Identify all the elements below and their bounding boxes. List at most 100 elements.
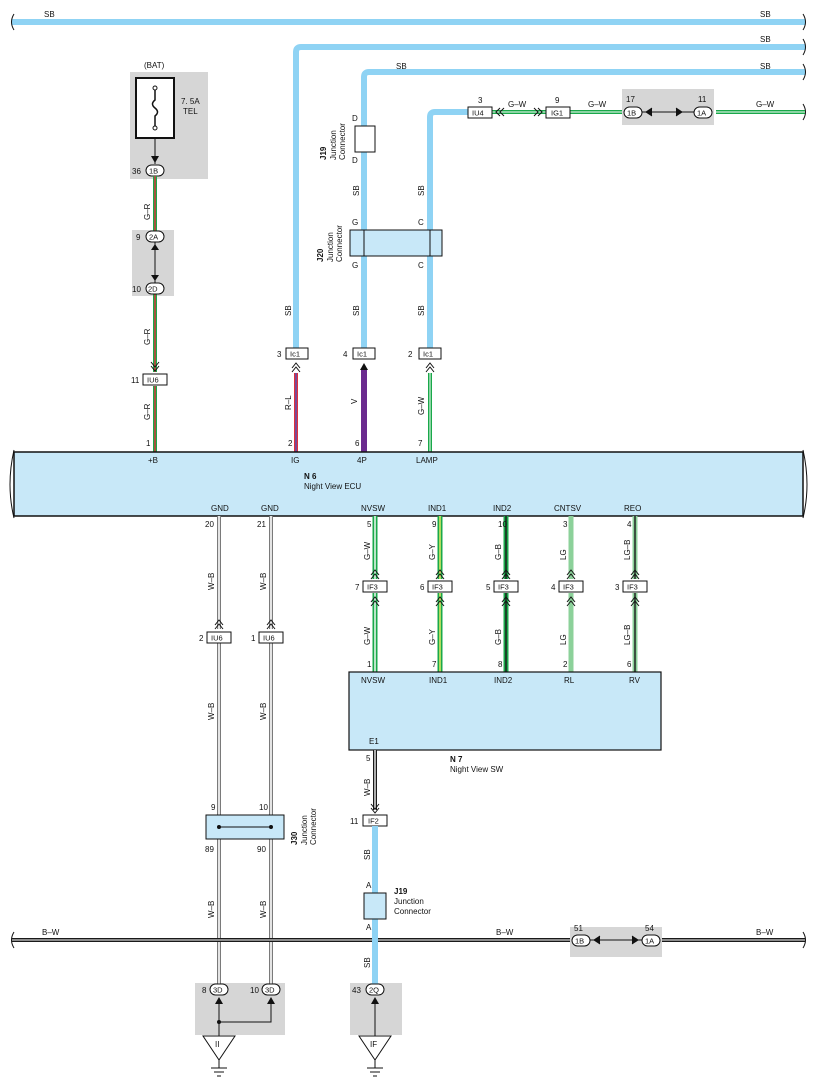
sw-wires: IF3751G–WG–WIF3697G–YG–YIF35108G–BG–BIF3… <box>355 516 648 672</box>
sw-pin: 1 <box>367 660 372 669</box>
lamp-wire2-color: G–W <box>588 100 607 109</box>
if3-connector-label: IF3 <box>367 583 378 592</box>
gnd1-ecu-pin: 20 <box>205 520 214 529</box>
if3-pin: 7 <box>355 583 360 592</box>
splice-2a-label: 2A <box>149 233 158 242</box>
ecu-pin-1: 1 <box>146 439 151 448</box>
gnd-3d-right-pin: 10 <box>250 986 259 995</box>
j20-c-top: C <box>418 218 424 227</box>
gnd-2q-pin: 43 <box>352 986 361 995</box>
iu6-gnd1-connector <box>206 631 232 644</box>
ic1-ig-label: Ic1 <box>290 350 300 359</box>
sw-wire-color-2: G–Y <box>428 628 437 645</box>
sw-pin: 7 <box>432 660 437 669</box>
ecu-pin-label-b: +B <box>148 456 158 465</box>
bw-label-mid: B–W <box>496 928 514 937</box>
j20-name1: Junction <box>326 232 335 262</box>
chevron-icon <box>370 596 380 607</box>
chevron-icon <box>370 803 380 814</box>
iu6-top-connector <box>142 373 168 386</box>
ecu-pin-label-4p: 4P <box>357 456 367 465</box>
sw-ecu-pin: 5 <box>367 520 372 529</box>
bus3-label-right: SB <box>760 62 771 71</box>
sw-pin: 8 <box>498 660 503 669</box>
if2-label: IF2 <box>368 817 379 826</box>
nvsw-pin-label-ind2: IND2 <box>494 676 513 685</box>
sw-wire-color-2: G–B <box>494 629 503 645</box>
chevron-icon <box>266 619 276 630</box>
j30-pin89: 89 <box>205 845 214 854</box>
ground-if-label: IF <box>370 1040 377 1049</box>
chevron-icon <box>425 362 435 373</box>
bus-endcaps <box>9 13 808 949</box>
e1-sb2: SB <box>363 957 372 968</box>
splice-2d-label: 2D <box>148 285 158 294</box>
arrow-icon <box>371 997 379 1004</box>
ig-color: R–L <box>284 395 293 410</box>
ic1-lamp-connector <box>418 347 442 360</box>
ic1-lamp-pin: 2 <box>408 350 413 359</box>
earth-icon <box>367 1060 383 1077</box>
lamp-1a-conn-label: 1A <box>697 109 706 118</box>
gnd-3d-right <box>261 983 281 996</box>
arrow-icon <box>593 935 639 945</box>
bw-1a-pin: 54 <box>645 924 654 933</box>
bat-1b-conn-label: 1B <box>149 167 158 176</box>
if3-connector <box>493 580 519 593</box>
chevron-icon <box>495 107 505 117</box>
sw-ecu-pin: 3 <box>563 520 568 529</box>
gnd-3d-left <box>209 983 229 996</box>
j20-name2: Connector <box>335 225 344 262</box>
sw-wire-color-2: LG <box>559 634 568 645</box>
sw-wire-color-1: LG–B <box>623 540 632 560</box>
splice-2a <box>145 230 165 243</box>
lamp-wire3-color: G–W <box>756 100 775 109</box>
j30-pin10: 10 <box>259 803 268 812</box>
j19-top-d-top: D <box>352 114 358 123</box>
iu6-gnd2-connector <box>258 631 284 644</box>
bw-1a-connector <box>641 934 661 947</box>
j30-name1: Junction <box>300 815 309 845</box>
nvsw-pin-label-ind1: IND1 <box>429 676 448 685</box>
ic1-ig-pin: 3 <box>277 350 282 359</box>
if3-pin: 3 <box>615 583 620 592</box>
bus1-label-left: SB <box>44 10 55 19</box>
ecu-pin-label-nvsw: NVSW <box>361 504 385 513</box>
ecu-pin-6: 6 <box>355 439 360 448</box>
chevron-icon <box>566 569 576 580</box>
lamp-1b-pin: 17 <box>626 95 635 104</box>
sw-ecu-pin: 9 <box>432 520 437 529</box>
gnd1-color2: W–B <box>207 703 216 720</box>
sw-wire-color-1: G–W <box>363 541 372 560</box>
ecu-pin-label-lamp: LAMP <box>416 456 438 465</box>
ecu-pin-label-ind1: IND1 <box>428 504 447 513</box>
j19-bottom-a-bottom: A <box>366 923 372 932</box>
ecu-pin-label-gnd2: GND <box>261 504 279 513</box>
j20-g-top: G <box>352 218 358 227</box>
bw-1b-label: 1B <box>575 937 584 946</box>
if3-connector-label: IF3 <box>563 583 574 592</box>
if3-pin: 6 <box>420 583 425 592</box>
j19-top-id: J19 <box>319 146 328 160</box>
ig1-connector <box>545 106 571 119</box>
bw-1b-connector <box>571 934 591 947</box>
ecu-pin-2: 2 <box>288 439 293 448</box>
ecu-id: N 6 <box>304 472 317 481</box>
bat-1b-pin: 36 <box>132 167 141 176</box>
j19-bottom-id: J19 <box>394 887 408 896</box>
ecu-name: Night View ECU <box>304 482 361 491</box>
sw-pin: 2 <box>563 660 568 669</box>
ic1-lamp-label: Ic1 <box>423 350 433 359</box>
chevron-icon <box>501 596 511 607</box>
ig-sb-label: SB <box>284 305 293 316</box>
gnd2-color2: W–B <box>259 703 268 720</box>
sw-wire-color-2: G–W <box>363 626 372 645</box>
ecu-pin-label-ig: IG <box>291 456 299 465</box>
bw-label-right: B–W <box>756 928 774 937</box>
chevron-icon <box>435 569 445 580</box>
chevron-icon <box>435 596 445 607</box>
chevron-icon <box>214 619 224 630</box>
bus2-label-right: SB <box>760 35 771 44</box>
bw-label-left: B–W <box>42 928 60 937</box>
fourp-sb1: SB <box>352 185 361 196</box>
